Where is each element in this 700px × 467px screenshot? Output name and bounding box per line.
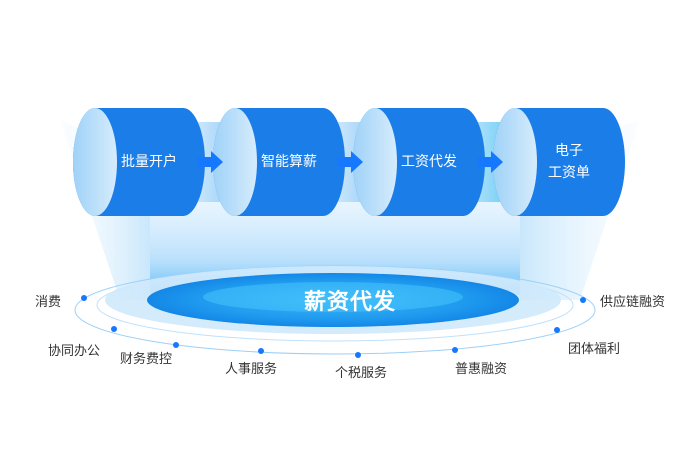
step-label-line: 工资代发: [401, 154, 457, 170]
ring-label: 团体福利: [568, 342, 621, 357]
orbit-dot: [81, 295, 87, 301]
ring-label: 人事服务: [225, 362, 278, 377]
platform-highlight: [203, 282, 463, 312]
orbit-ring-outer: [74, 265, 596, 355]
step-label-line: 工资单: [548, 165, 590, 181]
cylinder-face: [213, 108, 257, 216]
center-title: 薪资代发: [303, 290, 396, 315]
orbit-dots: [81, 295, 586, 358]
step-label: 智能算薪: [239, 151, 339, 173]
step-cylinder: [213, 108, 345, 216]
step-cylinder: [493, 108, 625, 216]
orbit-dot: [355, 352, 361, 358]
arrow-right-icon: [337, 151, 363, 173]
step-label: 电子工资单: [519, 140, 619, 184]
step-label: 批量开户: [99, 151, 199, 173]
step-arrows: [197, 151, 503, 173]
ring-label: 普惠融资: [455, 362, 508, 377]
orbit-dot: [111, 326, 117, 332]
cylinder-face: [353, 108, 397, 216]
step-cylinder: [353, 108, 485, 216]
ring-label: 协同办公: [48, 344, 101, 359]
ring-label: 供应链融资: [600, 295, 666, 310]
center-platform: [105, 266, 561, 334]
cylinder-face: [73, 108, 117, 216]
ring-label: 财务费控: [120, 352, 173, 367]
step-label-line: 电子: [555, 143, 583, 159]
orbit-dot: [452, 347, 458, 353]
step-label-line: 批量开户: [121, 154, 177, 170]
orbit-dot: [173, 342, 179, 348]
step-cylinder: [73, 108, 205, 216]
ring-label: 消费: [35, 295, 62, 310]
arrow-right-icon: [477, 151, 503, 173]
cylinder-face: [493, 108, 537, 216]
orbit-dot: [258, 348, 264, 354]
orbit-dot: [554, 327, 560, 333]
arrow-right-icon: [197, 151, 223, 173]
step-cylinders: [73, 108, 625, 216]
step-label: 工资代发: [379, 151, 479, 173]
orbit-dot: [580, 297, 586, 303]
step-label-line: 智能算薪: [261, 154, 317, 170]
ring-label: 个税服务: [335, 366, 388, 381]
